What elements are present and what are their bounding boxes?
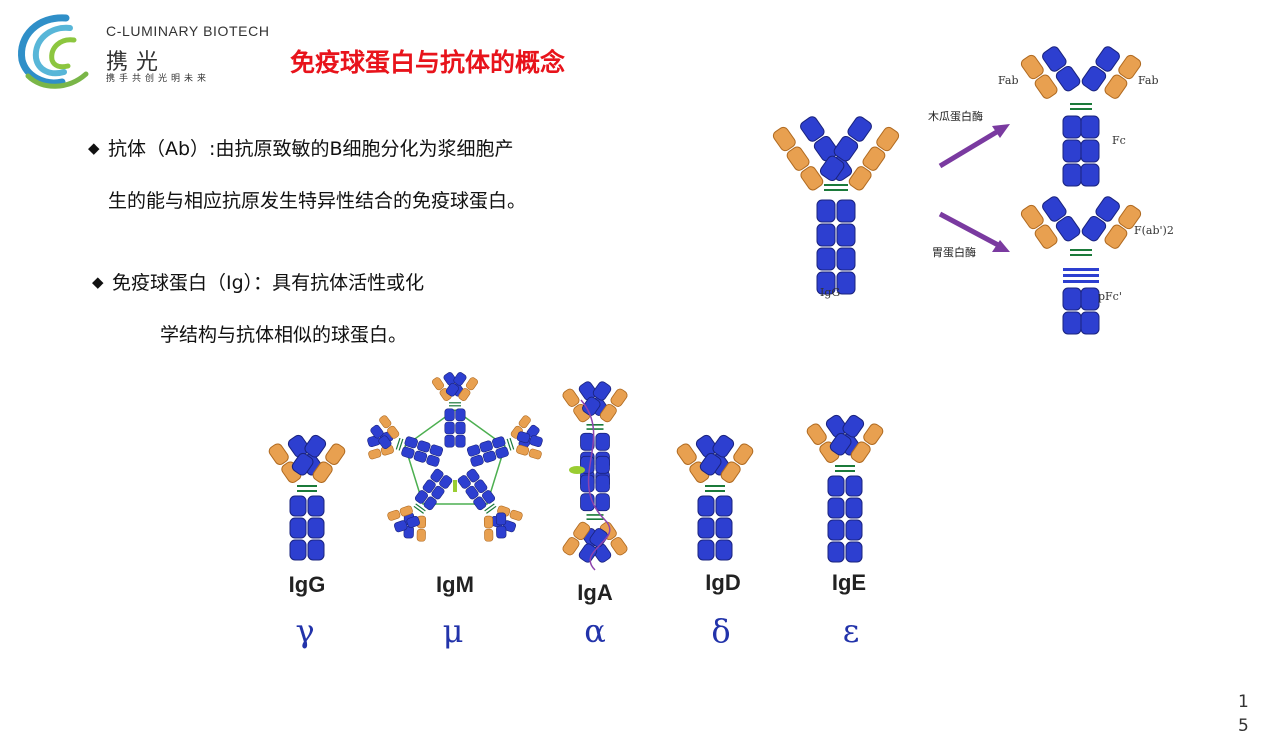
bullet-antibody: ◆ 抗体（Ab）:由抗原致敏的B细胞分化为浆细胞产: [88, 134, 514, 161]
pepsin-arrow: [938, 211, 1002, 249]
bullet-immunoglobulin-line2: 学结构与抗体相似的球蛋白。: [160, 324, 408, 346]
alpha-symbol: α: [584, 612, 606, 650]
page-number: 15: [1238, 692, 1249, 736]
brand-slogan: 携手共创光明未来: [106, 74, 211, 84]
epsilon-symbol: ε: [843, 612, 860, 650]
bullet-antibody-line1: 抗体（Ab）:由抗原致敏的B细胞分化为浆细胞产: [108, 138, 514, 160]
fab2-label: F(ab')2: [1134, 224, 1174, 237]
igg-label: IgG: [820, 286, 840, 299]
ige-class-label: IgE: [832, 570, 866, 595]
ige-structure: [805, 413, 884, 563]
papain-arrow-head-icon: [992, 124, 1010, 138]
slide-title: 免疫球蛋白与抗体的概念: [290, 48, 566, 77]
brand-name-english: C-LUMINARY BIOTECH: [106, 23, 270, 39]
brand-name-chinese: 携光: [106, 50, 167, 75]
fab-left-label: Fab: [998, 74, 1019, 87]
igg-digestion-figure: IgG 木瓜蛋白酶 胃蛋白酶 Fab Fab Fc F(ab')2 pFc': [770, 44, 1174, 335]
fc-label: Fc: [1112, 134, 1126, 147]
igm-class-label: IgM: [436, 572, 474, 597]
diamond-bullet-icon: ◆: [92, 273, 104, 291]
igd-class-label: IgD: [705, 570, 740, 595]
papain-products: [1018, 44, 1144, 187]
ig-classes-figure: IgG IgM IgA IgD IgE γ μ α δ ε: [255, 370, 895, 650]
bullet-antibody-line2: 生的能与相应抗原发生特异性结合的免疫球蛋白。: [108, 190, 527, 212]
pepsin-products: [1018, 194, 1144, 335]
gamma-symbol: γ: [295, 612, 314, 650]
bullet-immunoglobulin-line1: 免疫球蛋白（Ig）：具有抗体活性或化: [112, 272, 425, 294]
iga-structure: [561, 380, 629, 571]
igd-structure: [675, 433, 754, 560]
iga-class-label: IgA: [577, 580, 613, 605]
igg-structure: [267, 433, 346, 560]
papain-label: 木瓜蛋白酶: [928, 109, 983, 123]
igg-class-label: IgG: [289, 572, 326, 597]
pfc-label: pFc': [1098, 290, 1122, 303]
mu-symbol: μ: [443, 612, 464, 650]
delta-symbol: δ: [711, 612, 730, 650]
igg-whole-antibody: [770, 114, 902, 295]
pepsin-arrow-head-icon: [992, 240, 1010, 252]
bullet-immunoglobulin: ◆ 免疫球蛋白（Ig）：具有抗体活性或化: [92, 268, 424, 295]
pepsin-label: 胃蛋白酶: [932, 245, 976, 259]
fab-right-label: Fab: [1138, 74, 1159, 87]
diamond-bullet-icon: ◆: [88, 139, 100, 157]
papain-arrow: [938, 127, 1002, 169]
company-logo: [18, 14, 89, 89]
igm-structure: [361, 371, 549, 549]
